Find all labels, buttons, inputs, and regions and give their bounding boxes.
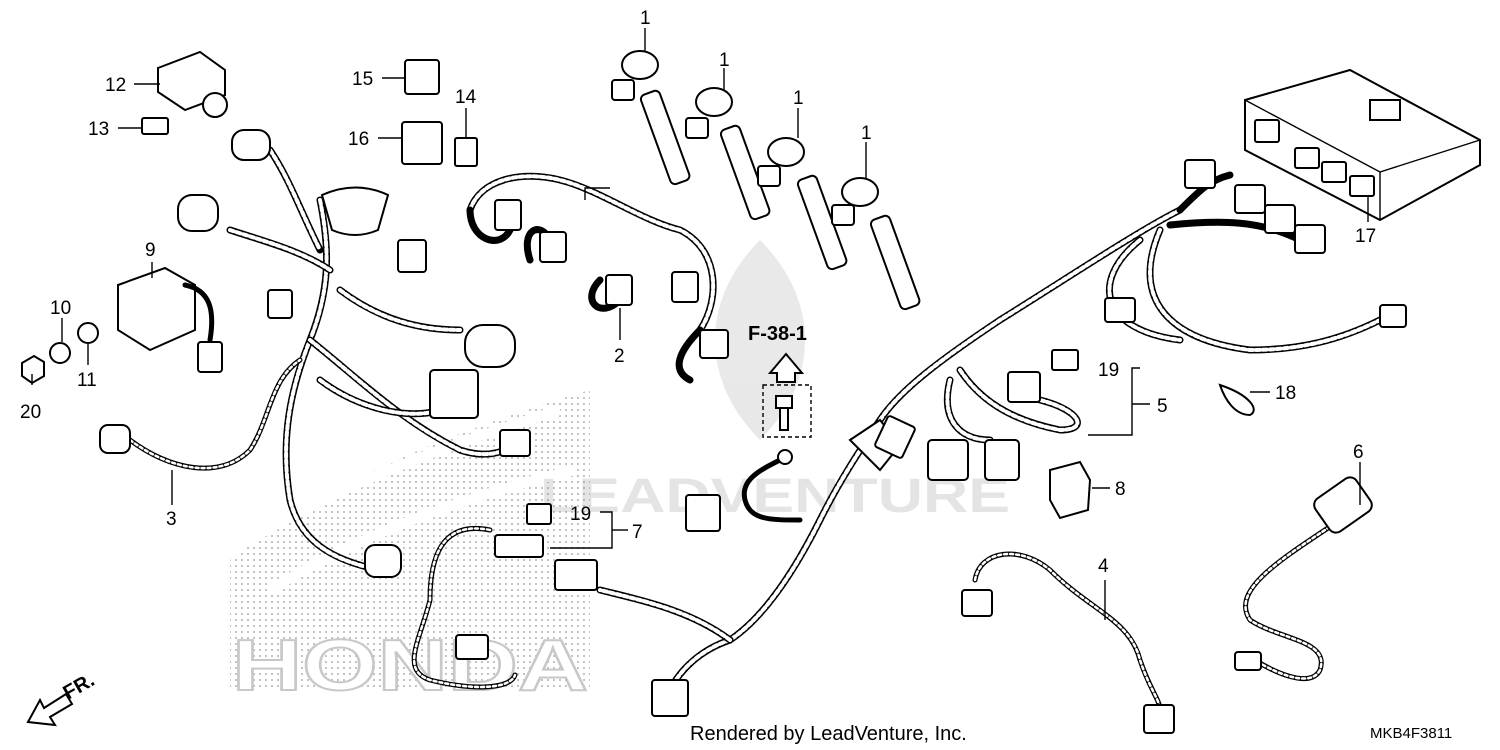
callout-6: 6 <box>1353 442 1364 463</box>
front-direction-indicator: FR. <box>26 669 98 727</box>
bolt-reference <box>762 352 812 438</box>
fuse-14 <box>454 137 478 167</box>
callout-18: 18 <box>1275 383 1296 404</box>
brand-watermark: HONDA <box>232 626 588 706</box>
harness-ecu-connectors <box>1104 159 1407 328</box>
harness-6-sensor <box>1313 476 1373 534</box>
callout-1a: 1 <box>640 8 651 29</box>
diagram-code: MKB4F3811 <box>1370 725 1452 742</box>
relay-holder-16 <box>401 121 443 165</box>
honda-wing-watermark: HONDA <box>230 390 590 707</box>
band-18 <box>1218 383 1255 417</box>
bracket-9 <box>117 266 223 373</box>
callouts: 1 1 1 1 2 3 4 5 6 7 8 9 10 11 12 13 14 1… <box>20 8 1376 577</box>
cover-8 <box>1049 460 1092 520</box>
harness-7-connector <box>494 534 544 558</box>
ignition-coil <box>831 177 921 311</box>
boot-connector <box>177 194 219 232</box>
callout-5: 5 <box>1157 396 1168 417</box>
sensor-connector <box>231 129 271 161</box>
sub-harness-7 <box>411 526 544 690</box>
main-coupler <box>429 369 479 419</box>
callout-4: 4 <box>1098 556 1109 577</box>
callout-1d: 1 <box>861 123 872 144</box>
ignition-coils <box>611 50 921 311</box>
relay-15 <box>404 59 440 95</box>
callout-9: 9 <box>145 240 156 261</box>
callout-3: 3 <box>166 509 177 530</box>
harness-3-connector <box>99 424 131 454</box>
front-arrow-icon <box>26 692 74 727</box>
ignition-coil <box>757 137 848 271</box>
callout-8: 8 <box>1115 479 1126 500</box>
ecu-module <box>1244 68 1481 222</box>
callout-14: 14 <box>455 87 477 108</box>
grommet-11 <box>77 322 99 344</box>
reference-label: F-38-1 <box>748 323 807 345</box>
sub-harness-3 <box>99 357 303 471</box>
callout-10: 10 <box>50 298 71 319</box>
callout-17: 17 <box>1355 226 1376 247</box>
callout-19a: 19 <box>1098 360 1119 381</box>
callout-15: 15 <box>352 69 373 90</box>
callout-20: 20 <box>20 402 41 423</box>
clip-13 <box>141 117 169 135</box>
clip-19-upper <box>1051 349 1079 371</box>
sensor-12 <box>157 50 228 118</box>
callout-16: 16 <box>348 129 369 150</box>
footer-credit: Rendered by LeadVenture, Inc. <box>690 723 967 745</box>
callout-7: 7 <box>632 522 643 543</box>
callout-11: 11 <box>77 370 97 391</box>
callout-1b: 1 <box>719 50 730 71</box>
ignition-coil <box>611 50 691 186</box>
harness-4-connector-a <box>961 589 993 617</box>
callout-19b: 19 <box>570 504 591 525</box>
nut-20 <box>21 354 45 385</box>
boot-connector-b <box>464 324 516 368</box>
sub-harness-6 <box>1234 476 1373 682</box>
harness-4-connector-b <box>1143 704 1175 734</box>
ignition-coil <box>685 87 771 221</box>
callout-1c: 1 <box>793 88 804 109</box>
callout-2: 2 <box>614 346 625 367</box>
harness-6-connector <box>1234 651 1262 671</box>
callout-13: 13 <box>88 119 109 140</box>
leader-lines <box>31 28 1369 620</box>
up-arrow-icon <box>767 352 805 383</box>
washer-10 <box>49 342 71 364</box>
sub-harness-4 <box>961 551 1175 734</box>
callout-12: 12 <box>105 75 126 96</box>
grommet-dome <box>320 186 390 236</box>
sub-harness-2 <box>466 172 729 384</box>
clip-19-lower <box>526 503 552 525</box>
